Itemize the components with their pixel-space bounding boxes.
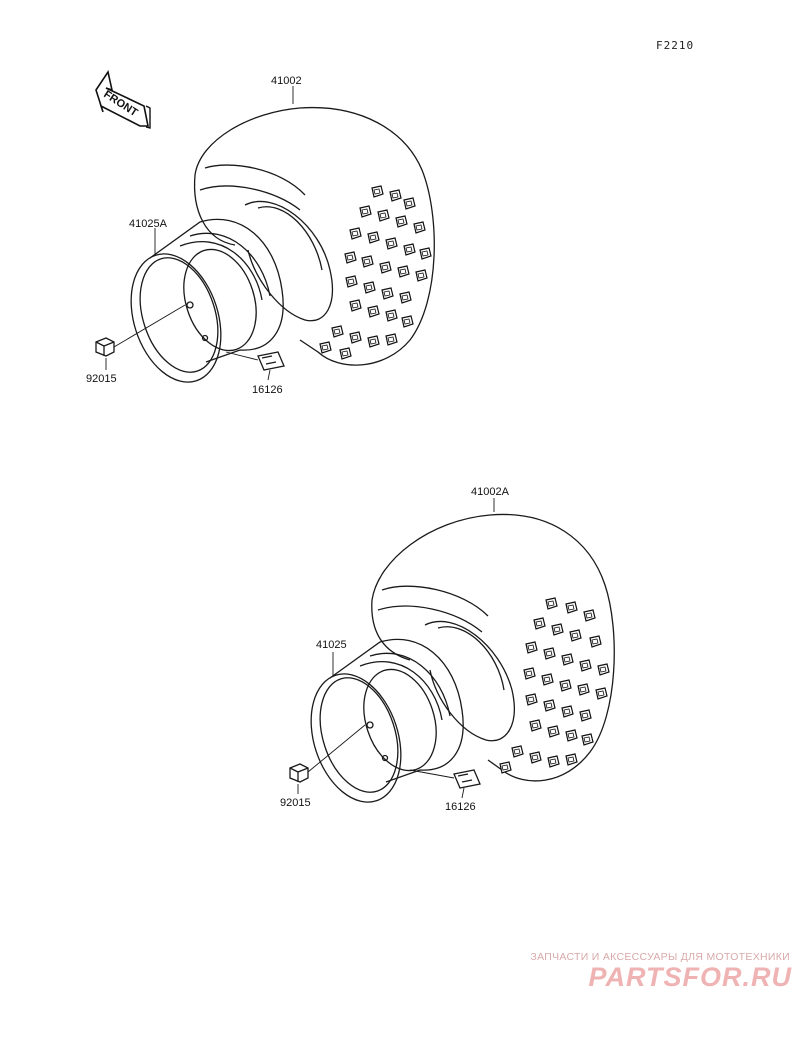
tire-41002 bbox=[193, 106, 435, 366]
label-nut-bottom: 92015 bbox=[280, 797, 311, 809]
label-tire-bottom: 41002A bbox=[471, 486, 510, 498]
rim-41025 bbox=[310, 638, 464, 803]
label-nut-top: 92015 bbox=[86, 373, 117, 385]
tire-41002A bbox=[371, 513, 615, 782]
rim-41025A bbox=[130, 218, 284, 383]
label-rim-top: 41025A bbox=[129, 218, 168, 230]
nut-92015-top bbox=[95, 304, 186, 357]
label-valve-top: 16126 bbox=[252, 384, 283, 396]
tire-tread-bottom bbox=[499, 597, 610, 774]
label-tire-top: 41002 bbox=[271, 75, 302, 87]
watermark-tagline: ЗАПЧАСТИ И АКСЕССУАРЫ ДЛЯ МОТОТЕХНИКИ bbox=[530, 951, 790, 963]
nut-92015-bottom bbox=[289, 724, 366, 783]
diagram-code: F2210 bbox=[656, 39, 694, 52]
label-valve-bottom: 16126 bbox=[445, 801, 476, 813]
top-wheel-assembly bbox=[95, 86, 435, 383]
watermark-logo[interactable]: PARTSFOR.RU bbox=[588, 962, 792, 992]
label-rim-bottom: 41025 bbox=[316, 639, 347, 651]
front-arrow-icon: FRONT bbox=[95, 69, 151, 129]
valve-16126-top bbox=[225, 351, 285, 371]
valve-16126-bottom bbox=[409, 769, 481, 789]
bottom-wheel-assembly bbox=[289, 498, 615, 803]
